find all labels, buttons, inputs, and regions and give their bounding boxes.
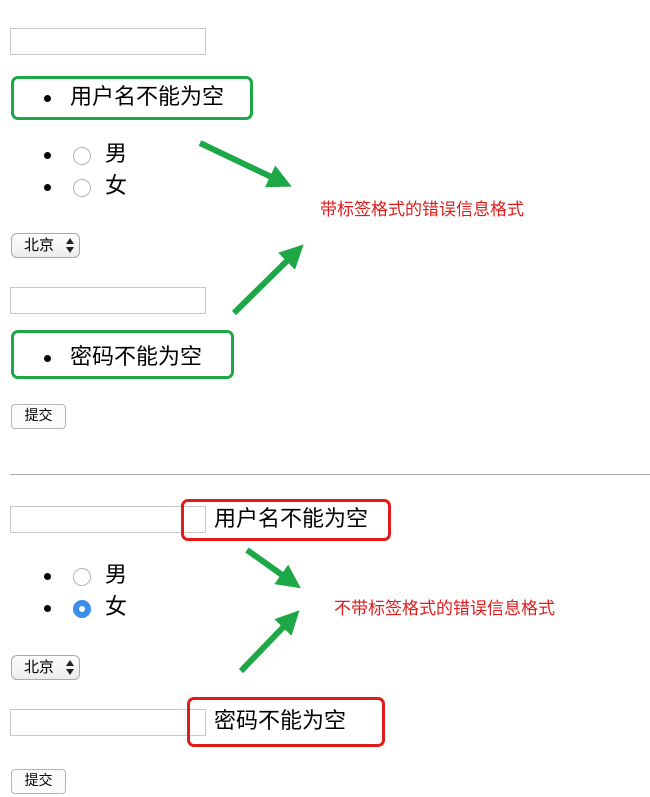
username-input[interactable] (10, 28, 206, 55)
section-divider (10, 474, 650, 475)
password-error-message: 密码不能为空 (70, 345, 203, 370)
username-error-message: 用户名不能为空 (70, 85, 225, 110)
select-arrows-icon (66, 238, 74, 253)
list-bullet (44, 152, 51, 159)
username-error-message: 用户名不能为空 (214, 507, 369, 532)
gender-label-female: 女 (105, 595, 128, 620)
password-input[interactable] (10, 709, 206, 736)
city-select-value: 北京 (24, 236, 55, 254)
gender-label-female: 女 (105, 174, 128, 199)
submit-button[interactable]: 提交 (11, 769, 66, 794)
select-arrows-icon (66, 660, 74, 675)
gender-label-male: 男 (105, 563, 128, 588)
list-bullet (44, 184, 51, 191)
password-error-highlight-box (11, 330, 234, 379)
username-error-highlight-box (11, 76, 253, 120)
arrow-icon (231, 244, 304, 316)
list-bullet (44, 355, 51, 362)
list-bullet (44, 605, 51, 612)
username-input[interactable] (10, 506, 206, 533)
list-bullet (44, 573, 51, 580)
username-error-highlight-box (181, 499, 391, 541)
without-tag-format-note: 不带标签格式的错误信息格式 (334, 599, 555, 619)
gender-label-male: 男 (105, 142, 128, 167)
password-input[interactable] (10, 287, 206, 314)
submit-button[interactable]: 提交 (11, 404, 66, 429)
arrow-icon (245, 547, 301, 589)
gender-radio-male[interactable] (73, 568, 91, 586)
gender-radio-female[interactable] (73, 600, 91, 618)
password-error-highlight-box (187, 697, 385, 747)
arrow-icon (238, 610, 300, 674)
password-error-message: 密码不能为空 (214, 709, 347, 734)
city-select[interactable]: 北京 (11, 233, 80, 258)
gender-radio-male[interactable] (73, 147, 91, 165)
arrow-icon (198, 140, 292, 188)
city-select[interactable]: 北京 (11, 655, 80, 680)
list-bullet (44, 95, 51, 102)
with-tag-format-note: 带标签格式的错误信息格式 (320, 200, 524, 220)
gender-radio-female[interactable] (73, 179, 91, 197)
city-select-value: 北京 (24, 658, 55, 676)
